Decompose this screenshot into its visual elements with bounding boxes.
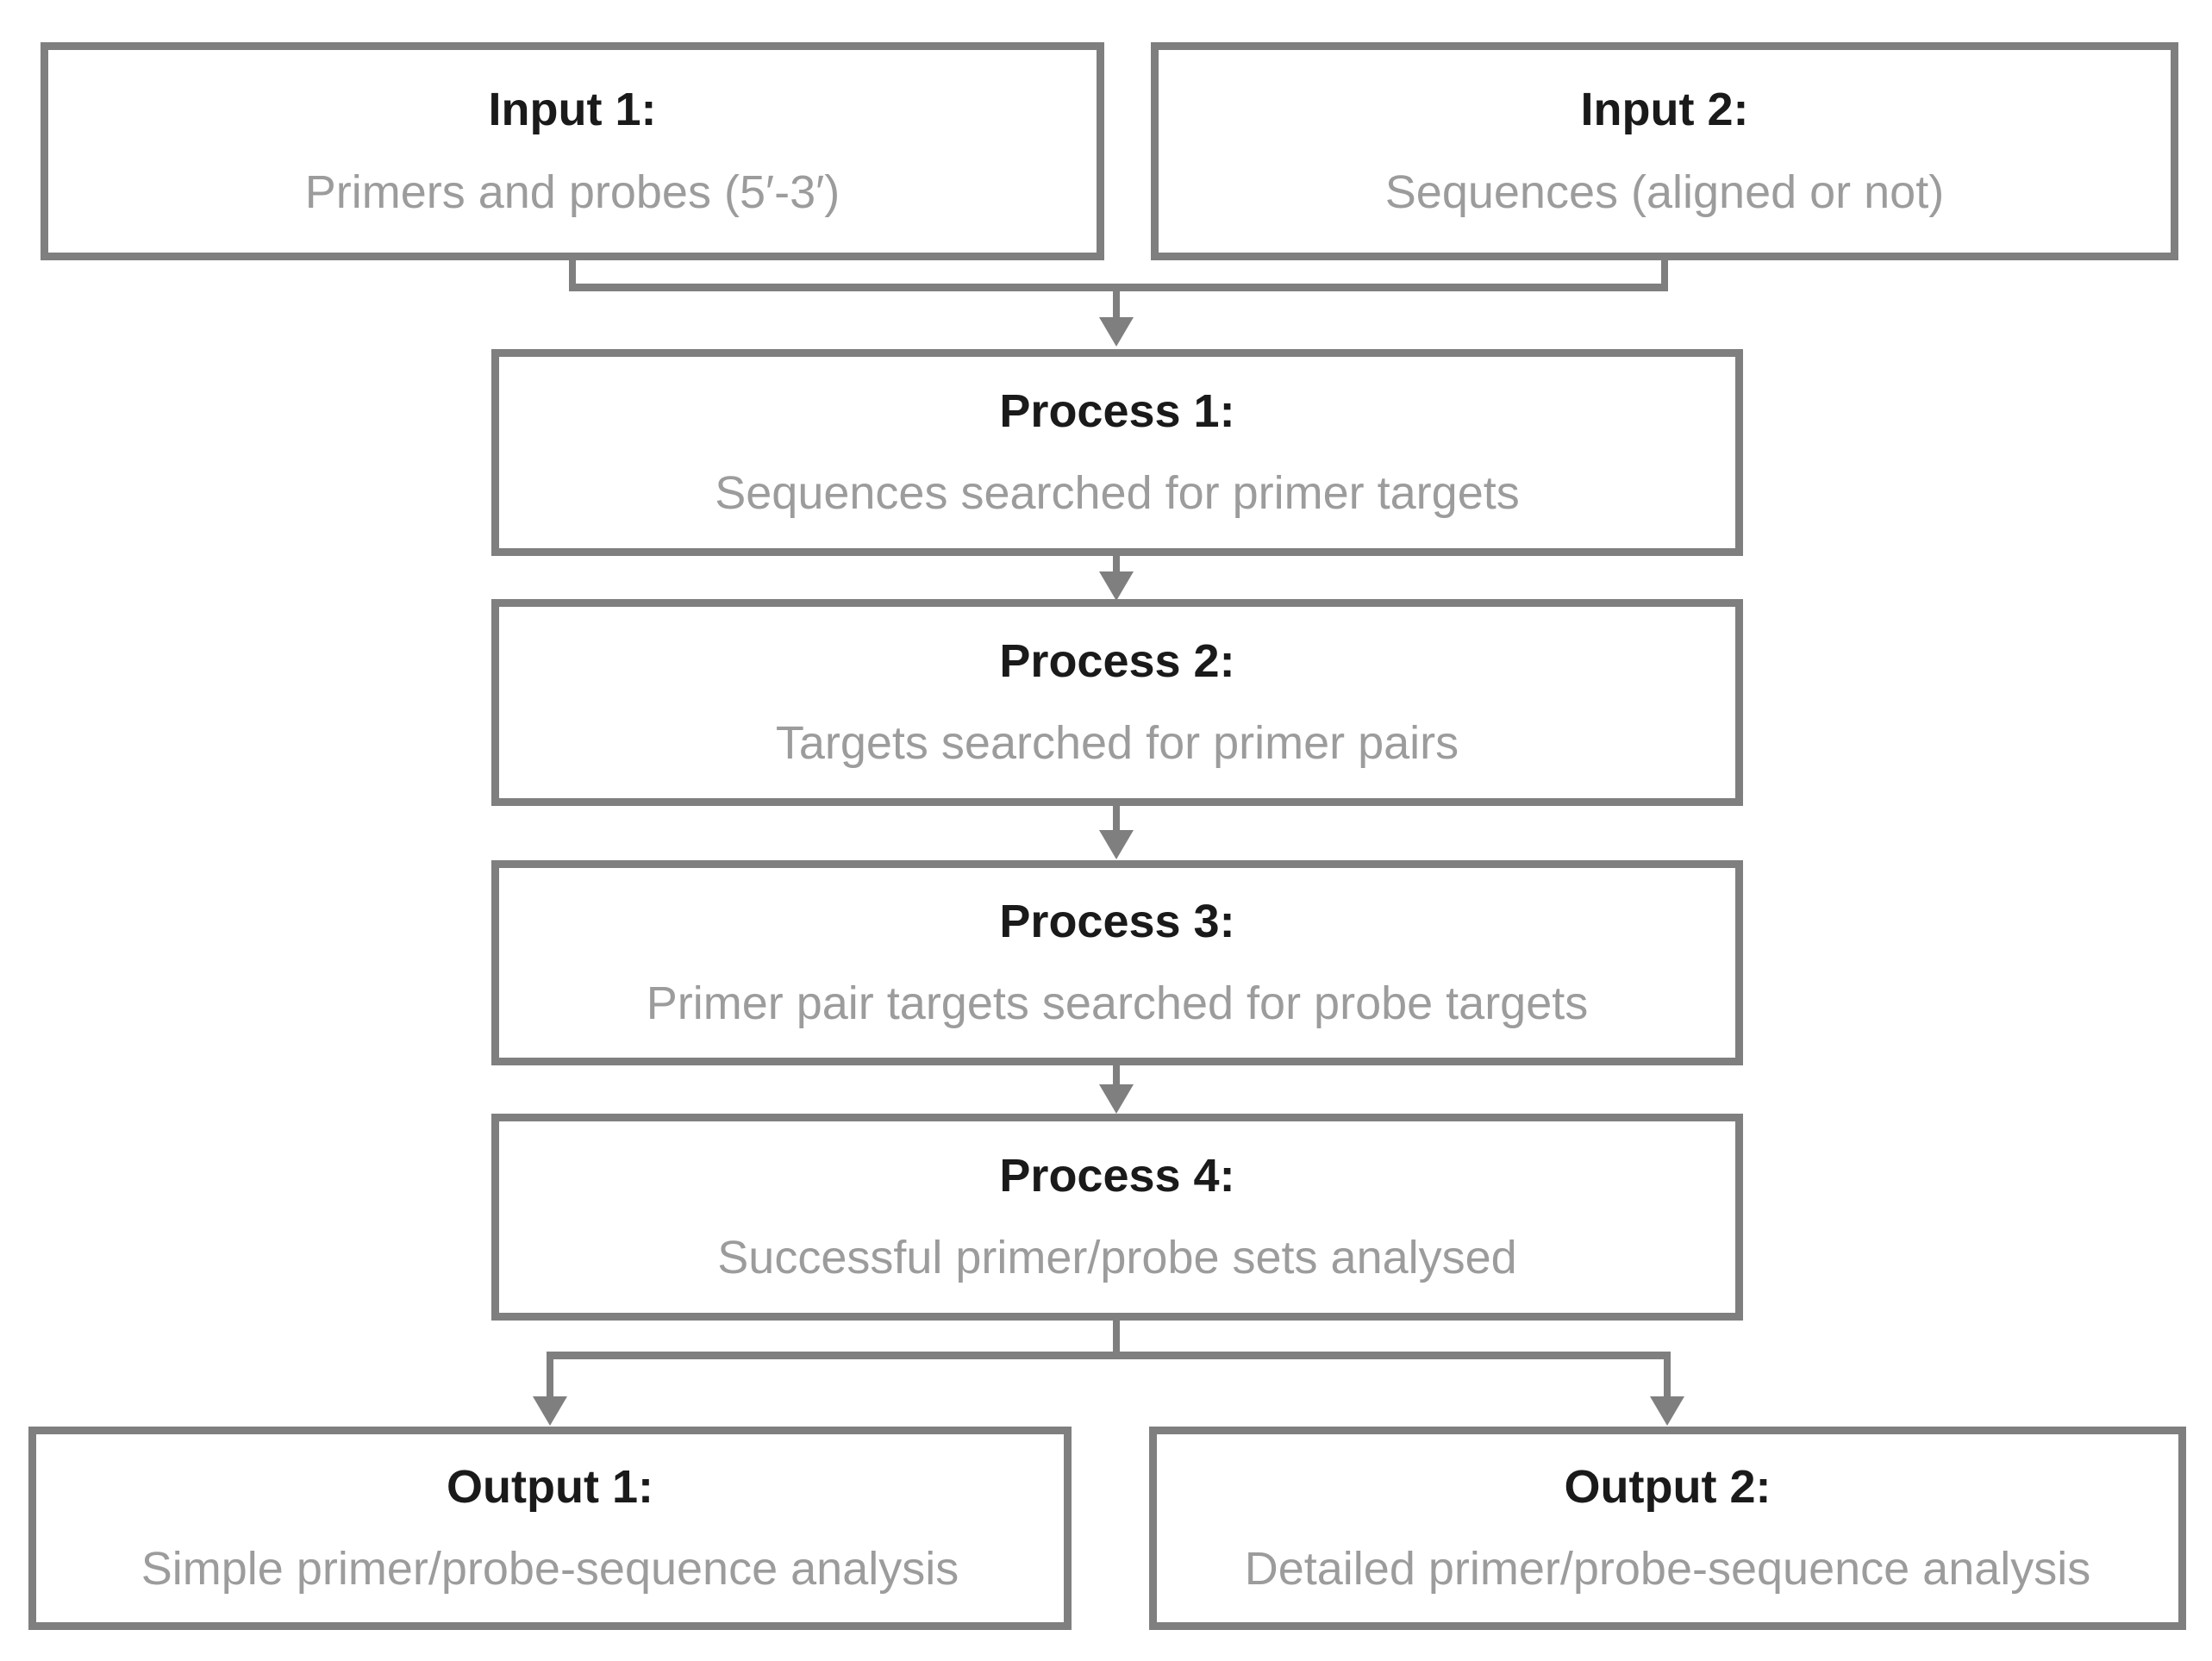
- node-output-1-heading: Output 1:: [447, 1460, 653, 1513]
- node-process-1-subtitle: Sequences searched for primer targets: [715, 467, 1520, 519]
- connector-process4-split-line: [1113, 1319, 1120, 1359]
- connector-outputs-split-bar: [547, 1352, 1671, 1359]
- node-process-1-heading: Process 1:: [999, 384, 1235, 437]
- node-input-1-heading: Input 1:: [488, 84, 657, 136]
- node-process-4-subtitle: Successful primer/probe sets analysed: [717, 1232, 1517, 1283]
- connector-join-to-process1-line: [1113, 288, 1120, 319]
- node-process-2-heading: Process 2:: [999, 634, 1235, 687]
- arrow-down-icon: [1099, 1084, 1134, 1114]
- node-output-2-heading: Output 2:: [1564, 1460, 1771, 1513]
- node-output-2: Output 2: Detailed primer/probe-sequence…: [1149, 1427, 2186, 1630]
- connector-input2-stub: [1661, 259, 1668, 287]
- node-input-1-subtitle: Primers and probes (5′-3′): [304, 165, 840, 218]
- connector-input1-stub: [569, 259, 576, 287]
- node-output-1-subtitle: Simple primer/probe-sequence analysis: [141, 1543, 959, 1595]
- node-output-1: Output 1: Simple primer/probe-sequence a…: [28, 1427, 1072, 1630]
- connector-process1-process2-line: [1113, 554, 1120, 575]
- connector-inputs-join-bar: [569, 284, 1668, 291]
- arrow-down-icon: [533, 1396, 567, 1426]
- connector-output1-stub: [547, 1359, 553, 1398]
- node-process-3-heading: Process 3:: [999, 895, 1235, 947]
- connector-process2-process3-line: [1113, 804, 1120, 832]
- arrow-down-icon: [1650, 1396, 1684, 1426]
- node-process-2-subtitle: Targets searched for primer pairs: [775, 717, 1459, 769]
- node-process-1: Process 1: Sequences searched for primer…: [491, 349, 1743, 556]
- node-output-2-subtitle: Detailed primer/probe-sequence analysis: [1244, 1543, 2091, 1595]
- arrow-down-icon: [1099, 830, 1134, 859]
- node-process-4: Process 4: Successful primer/probe sets …: [491, 1114, 1743, 1321]
- node-input-2: Input 2: Sequences (aligned or not): [1151, 42, 2178, 260]
- arrow-down-icon: [1099, 317, 1134, 347]
- node-process-3: Process 3: Primer pair targets searched …: [491, 860, 1743, 1065]
- arrow-down-icon: [1099, 571, 1134, 601]
- connector-process3-process4-line: [1113, 1064, 1120, 1088]
- node-input-1: Input 1: Primers and probes (5′-3′): [41, 42, 1104, 260]
- node-process-3-subtitle: Primer pair targets searched for probe t…: [646, 977, 1589, 1029]
- node-input-2-subtitle: Sequences (aligned or not): [1384, 165, 1945, 218]
- node-input-2-heading: Input 2:: [1580, 84, 1749, 136]
- connector-output2-stub: [1664, 1359, 1671, 1398]
- node-process-4-heading: Process 4:: [999, 1149, 1235, 1202]
- node-process-2: Process 2: Targets searched for primer p…: [491, 599, 1743, 806]
